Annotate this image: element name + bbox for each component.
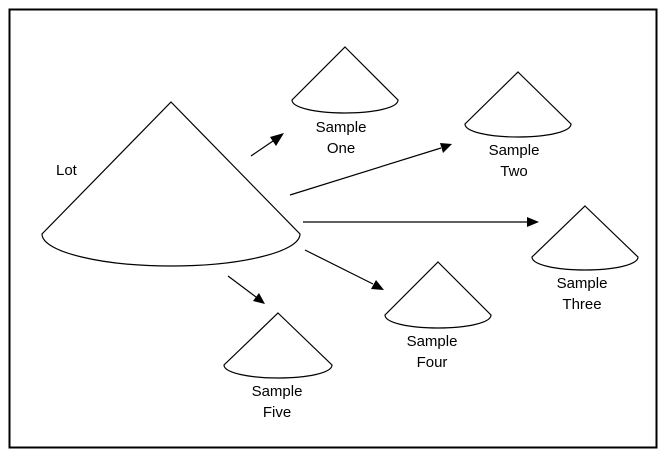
- arrow-to-sample-two: [289, 143, 452, 196]
- sample-one-pile: Sample One: [291, 46, 399, 157]
- sample-three-label-line1: Sample: [557, 275, 608, 292]
- sample-three-pile: Sample Three: [531, 205, 639, 313]
- sample-five-pile: Sample Five: [223, 312, 333, 421]
- arrow-to-sample-five: [227, 275, 265, 304]
- arrow-to-sample-one: [250, 133, 284, 157]
- sample-one-label-line2: One: [327, 140, 355, 157]
- arrow-to-sample-four: [304, 249, 384, 290]
- sample-four-label-line1: Sample: [407, 333, 458, 350]
- sample-two-label-line2: Two: [500, 163, 528, 180]
- sample-two-cone-shape: [464, 71, 572, 138]
- arrow-to-sample-three: [303, 217, 539, 227]
- sample-three-label-line2: Three: [562, 296, 601, 313]
- sample-four-label-line2: Four: [417, 354, 448, 371]
- sample-five-cone-shape: [223, 312, 333, 379]
- sample-four-cone-shape: [384, 261, 492, 329]
- sample-one-label-line1: Sample: [316, 119, 367, 136]
- sample-two-label-line1: Sample: [489, 142, 540, 159]
- sample-five-label-line2: Five: [263, 404, 291, 421]
- lot-pile: Lot: [41, 101, 301, 267]
- lot-label: Lot: [56, 162, 78, 179]
- sample-two-pile: Sample Two: [464, 71, 572, 180]
- sample-one-cone-shape: [291, 46, 399, 114]
- sample-three-cone-shape: [531, 205, 639, 271]
- sample-four-pile: Sample Four: [384, 261, 492, 371]
- sample-five-label-line1: Sample: [252, 383, 303, 400]
- lot-cone-shape: [41, 101, 301, 267]
